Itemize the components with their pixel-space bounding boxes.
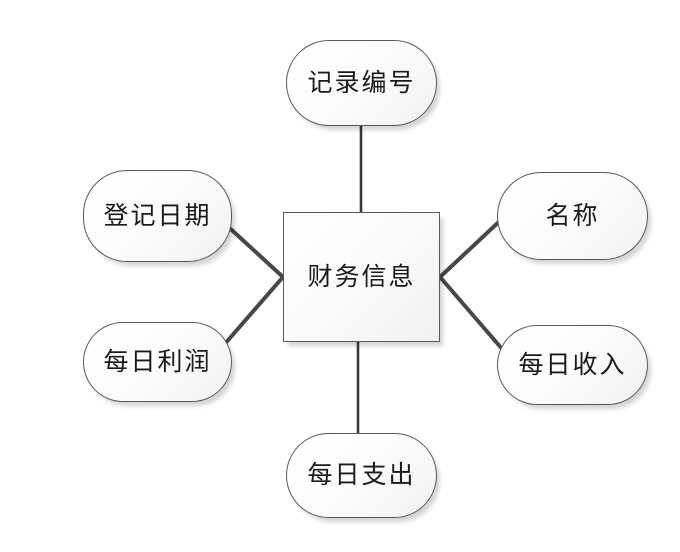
node-daily-income[interactable]: 每日收入 <box>497 325 648 405</box>
node-name[interactable]: 名称 <box>497 172 648 260</box>
node-label-register-date: 登记日期 <box>103 202 212 230</box>
edge-name <box>438 216 505 279</box>
node-record-number[interactable]: 记录编号 <box>286 40 437 126</box>
node-label-center: 财务信息 <box>307 263 416 291</box>
node-daily-expense[interactable]: 每日支出 <box>286 433 437 518</box>
node-label-record-number: 记录编号 <box>307 69 416 97</box>
edge-daily-income <box>438 275 505 352</box>
edge-register-date <box>221 220 285 279</box>
node-label-daily-profit: 每日利润 <box>103 348 212 376</box>
node-label-daily-income: 每日收入 <box>518 351 627 379</box>
node-register-date[interactable]: 登记日期 <box>83 170 232 262</box>
node-daily-profit[interactable]: 每日利润 <box>83 322 232 402</box>
edge-daily-profit <box>221 275 285 348</box>
node-label-daily-expense: 每日支出 <box>307 462 416 489</box>
node-center-financial-info[interactable]: 财务信息 <box>283 212 440 342</box>
node-label-name: 名称 <box>545 202 600 230</box>
